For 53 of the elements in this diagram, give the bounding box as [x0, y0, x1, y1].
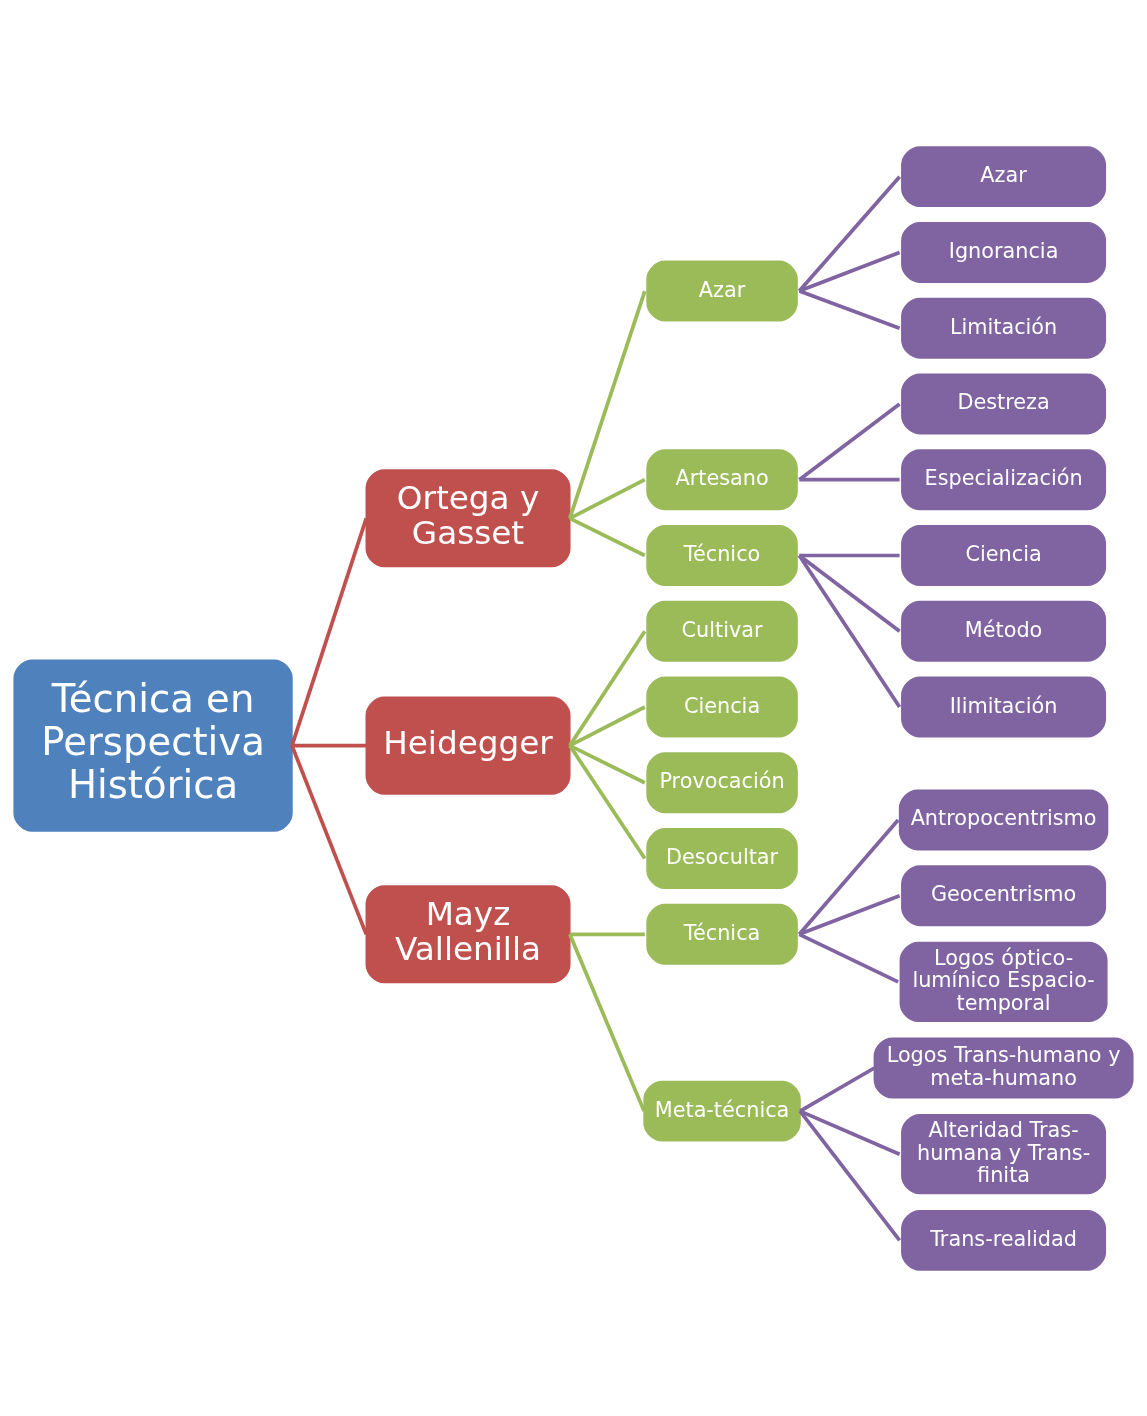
connector [569, 931, 645, 936]
node-box: Azar [646, 260, 798, 321]
connector [799, 553, 900, 557]
node-box: Desocultar [646, 827, 798, 889]
connector [798, 401, 901, 481]
node-box: Azar [901, 145, 1107, 207]
node-box: Técnica en Perspectiva Histórica [13, 658, 293, 832]
node-box: Técnico [646, 524, 798, 586]
connector [568, 629, 647, 747]
node-box: Geocentrismo [901, 864, 1107, 926]
connector [798, 893, 901, 936]
node-box: Especialización [901, 448, 1107, 510]
connector [568, 516, 646, 557]
connector [799, 1108, 901, 1156]
node-box: Ciencia [901, 524, 1107, 586]
connector [568, 289, 647, 519]
connector [568, 744, 647, 860]
node-box: Cultivar [646, 600, 798, 662]
node-box: Mayz Vallenilla [365, 884, 571, 983]
node-box: Alteridad Tras-humana y Trans-finita [901, 1113, 1107, 1194]
node-box: Destreza [901, 373, 1107, 434]
connector [568, 477, 646, 520]
node-box: Técnica [646, 903, 798, 965]
node-box: Ciencia [646, 676, 798, 737]
connector [290, 517, 369, 746]
connector [798, 553, 901, 633]
connector [797, 553, 902, 708]
node-box: Ortega y Gasset [365, 468, 571, 567]
connector [798, 250, 901, 293]
node-box: Artesano [646, 448, 798, 510]
node-box: Meta-técnica [643, 1080, 801, 1142]
connector [568, 743, 646, 784]
node-box: Provocación [646, 751, 798, 813]
connector [568, 704, 646, 747]
connector [797, 174, 901, 292]
node-box: Ilimitación [901, 676, 1107, 737]
connector [290, 744, 368, 935]
connector [798, 932, 899, 984]
node-box: Antropocentrismo [898, 788, 1109, 850]
node-box: Trans-realidad [901, 1209, 1107, 1271]
node-box: Limitación [901, 297, 1107, 359]
connector [292, 743, 367, 747]
connector [568, 933, 646, 1112]
connector [799, 477, 900, 482]
node-box: Ignorancia [901, 221, 1107, 283]
connector [798, 1109, 902, 1241]
connector [798, 288, 901, 330]
node-box: Heidegger [365, 696, 571, 795]
connector [799, 1065, 876, 1113]
connector [797, 818, 900, 936]
node-box: Logos Trans-humano y meta-humano [873, 1037, 1134, 1098]
node-box: Logos óptico-lumínico Espacio-temporal [899, 941, 1108, 1022]
node-box: Método [901, 600, 1107, 662]
